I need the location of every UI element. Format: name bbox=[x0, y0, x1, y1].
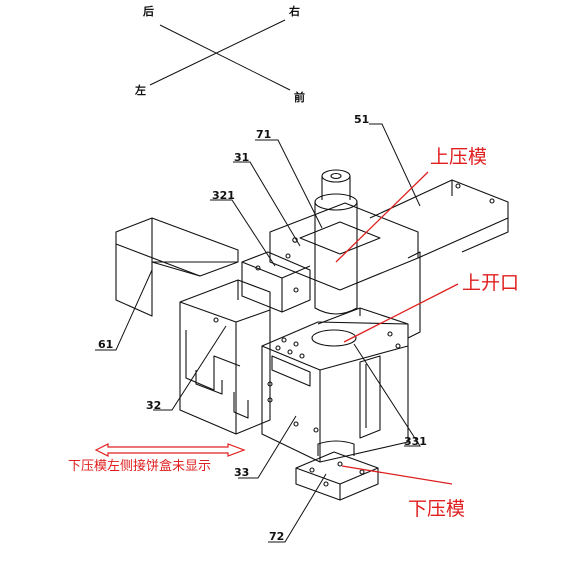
lower-die-annotation: 下压模 bbox=[408, 498, 466, 520]
part-label-32: 32 bbox=[146, 399, 162, 412]
part-label-71: 71 bbox=[256, 128, 272, 141]
part-label-72: 72 bbox=[269, 530, 285, 543]
red-double-arrow bbox=[94, 443, 246, 457]
annotation-leaders bbox=[335, 171, 459, 485]
upper-die-annotation: 上压模 bbox=[430, 146, 488, 168]
part-label-31: 31 bbox=[234, 151, 250, 164]
orientation-back-label: 后 bbox=[143, 5, 154, 18]
orientation-left-label: 左 bbox=[135, 84, 146, 97]
orientation-front-label: 前 bbox=[294, 91, 305, 104]
part-label-331: 331 bbox=[404, 435, 427, 448]
part-label-61: 61 bbox=[98, 338, 114, 351]
part-label-321: 321 bbox=[212, 189, 235, 202]
orientation-cross bbox=[149, 19, 291, 91]
machine-body bbox=[115, 169, 509, 501]
orientation-right-label: 右 bbox=[289, 5, 300, 18]
part-label-51: 51 bbox=[354, 113, 370, 126]
part-label-33: 33 bbox=[234, 466, 250, 479]
upper-opening-annotation: 上开口 bbox=[462, 272, 520, 294]
lower-die-note: 下压模左侧接饼盒未显示 bbox=[68, 459, 212, 474]
leader-lines bbox=[95, 123, 421, 543]
